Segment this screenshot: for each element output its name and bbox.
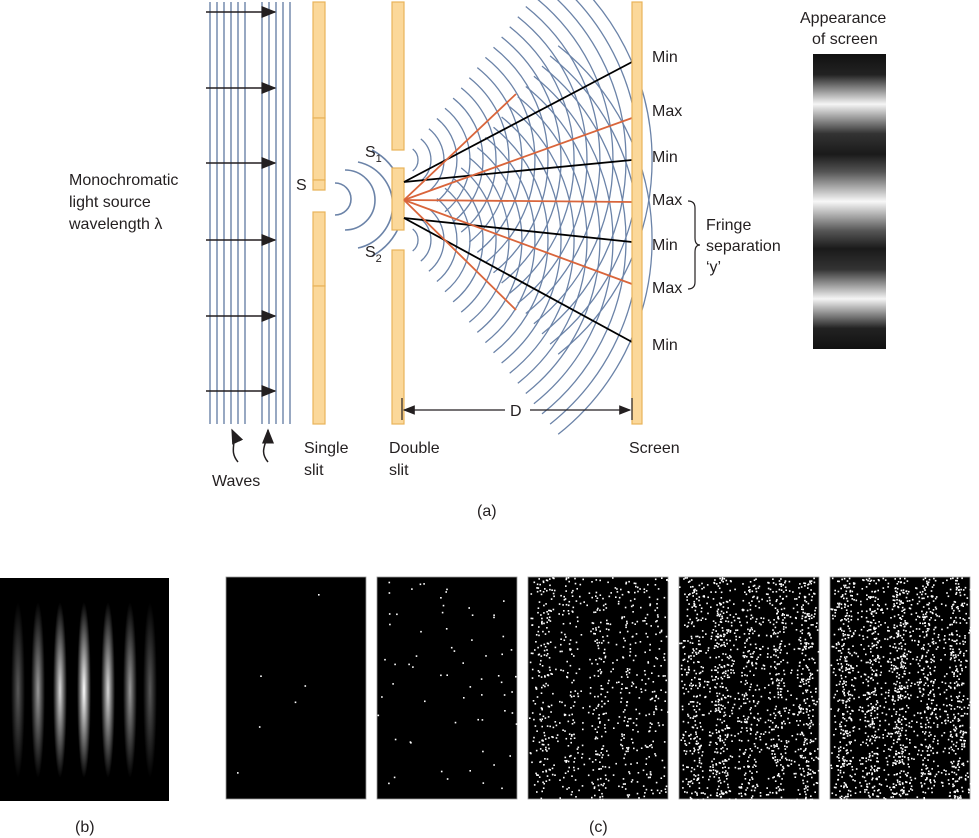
wavefront-arc — [412, 228, 419, 252]
wavefront-arc — [533, 0, 614, 325]
slit-s2-label: S2 — [365, 244, 382, 265]
max-ray — [403, 117, 633, 201]
slit-s-label: S — [296, 177, 307, 194]
wavefront-arc — [460, 87, 497, 233]
fringe-separation-line1: Fringe — [706, 217, 752, 234]
wavefront-arc — [452, 177, 484, 303]
max-ray — [403, 199, 517, 311]
photon-panel — [678, 576, 820, 800]
wavefront-arc — [509, 26, 575, 294]
double-slit-label-line1: Double — [389, 440, 440, 457]
screen — [631, 1, 643, 425]
wavefront-arc — [541, 65, 627, 415]
wavefront-arc — [444, 187, 471, 293]
fringe-label-0: Min — [652, 49, 678, 66]
bright-fringe — [53, 602, 67, 778]
distance-label: D — [510, 403, 522, 420]
wavefront-arc — [557, 0, 653, 355]
single-slit-barrier — [312, 1, 326, 425]
waves-label: Waves — [212, 473, 261, 490]
wavefront-arc — [436, 197, 458, 283]
fringe-label-1: Max — [652, 103, 683, 120]
photon-panel — [225, 576, 367, 800]
plane-waves — [206, 2, 291, 463]
fringe-separation-bracket — [687, 200, 701, 290]
wavefront-arc — [557, 45, 653, 435]
single-slit-label-line2: slit — [304, 462, 324, 479]
wavefront-arc — [493, 46, 549, 274]
distance-dimension — [401, 398, 633, 420]
wavefront-arc — [525, 85, 601, 395]
wavefront-arc — [509, 106, 575, 374]
slit-s1-label: S1 — [365, 144, 382, 165]
bright-fringe — [77, 602, 91, 778]
appearance-of-screen-strip — [813, 54, 886, 349]
fringe-label-3: Max — [652, 192, 683, 209]
wavefront-arc — [468, 157, 510, 323]
wavefront-arc — [420, 138, 432, 182]
photon-panel — [527, 576, 669, 800]
photon-panel — [376, 576, 518, 800]
wavefront-arc — [484, 136, 536, 344]
waves-pointer-arrow-1 — [231, 428, 244, 463]
photon-buildup-panels — [225, 576, 972, 801]
appearance-title-line2: of screen — [812, 31, 878, 48]
double-slit-label-line2: slit — [389, 462, 409, 479]
min-ray — [403, 159, 633, 183]
panel-c-label: (c) — [589, 819, 608, 836]
wavefront-arc — [525, 5, 601, 315]
wavefront-arc — [517, 16, 588, 304]
min-ray — [403, 217, 633, 243]
wavefront-arc — [452, 97, 484, 223]
fringe-label-5: Max — [652, 280, 683, 297]
fringe-separation-line2: separation — [706, 238, 781, 255]
appearance-title-line1: Appearance — [800, 10, 887, 27]
waves-pointer-arrow-2 — [261, 428, 274, 463]
wavefront-arc — [412, 148, 419, 172]
wavefront-arc — [476, 67, 523, 253]
max-ray — [403, 199, 633, 203]
interference-rays — [403, 61, 633, 343]
panel-b-label: (b) — [75, 819, 95, 836]
single-slit-label-line1: Single — [304, 440, 349, 457]
bright-fringe — [31, 602, 45, 778]
bright-fringe — [101, 602, 115, 778]
max-ray — [403, 93, 517, 201]
source-label-line1: Monochromatic — [69, 172, 179, 189]
source-label-line3: wavelength λ — [69, 216, 163, 233]
bright-fringe — [143, 602, 157, 778]
wavefront-arc — [468, 77, 510, 243]
wavefront-arc — [493, 126, 549, 354]
fringe-label-4: Min — [652, 237, 678, 254]
fringe-label-6: Min — [652, 337, 678, 354]
wavefront-arc — [436, 117, 458, 203]
wavefront-arc — [420, 218, 432, 262]
wavefront-arc — [476, 147, 523, 333]
intensity-pattern-image — [0, 578, 169, 801]
source-label-line2: light source — [69, 194, 151, 211]
panel-a-label: (a) — [477, 503, 497, 520]
wavefront-arc — [501, 116, 562, 364]
bright-fringe — [123, 602, 137, 778]
wavefront-arc — [517, 96, 588, 384]
interference-wavefronts — [412, 0, 653, 435]
double-slit-barrier — [391, 1, 405, 425]
max-ray — [403, 199, 633, 285]
min-ray — [403, 61, 633, 183]
fringe-label-2: Min — [652, 149, 678, 166]
wavefront-arc — [460, 167, 497, 313]
fringe-separation-line3: ‘y’ — [706, 259, 722, 276]
bright-fringe — [11, 602, 25, 778]
min-ray — [403, 217, 633, 343]
screen-label: Screen — [629, 440, 680, 457]
wavefront-arc — [501, 36, 562, 284]
